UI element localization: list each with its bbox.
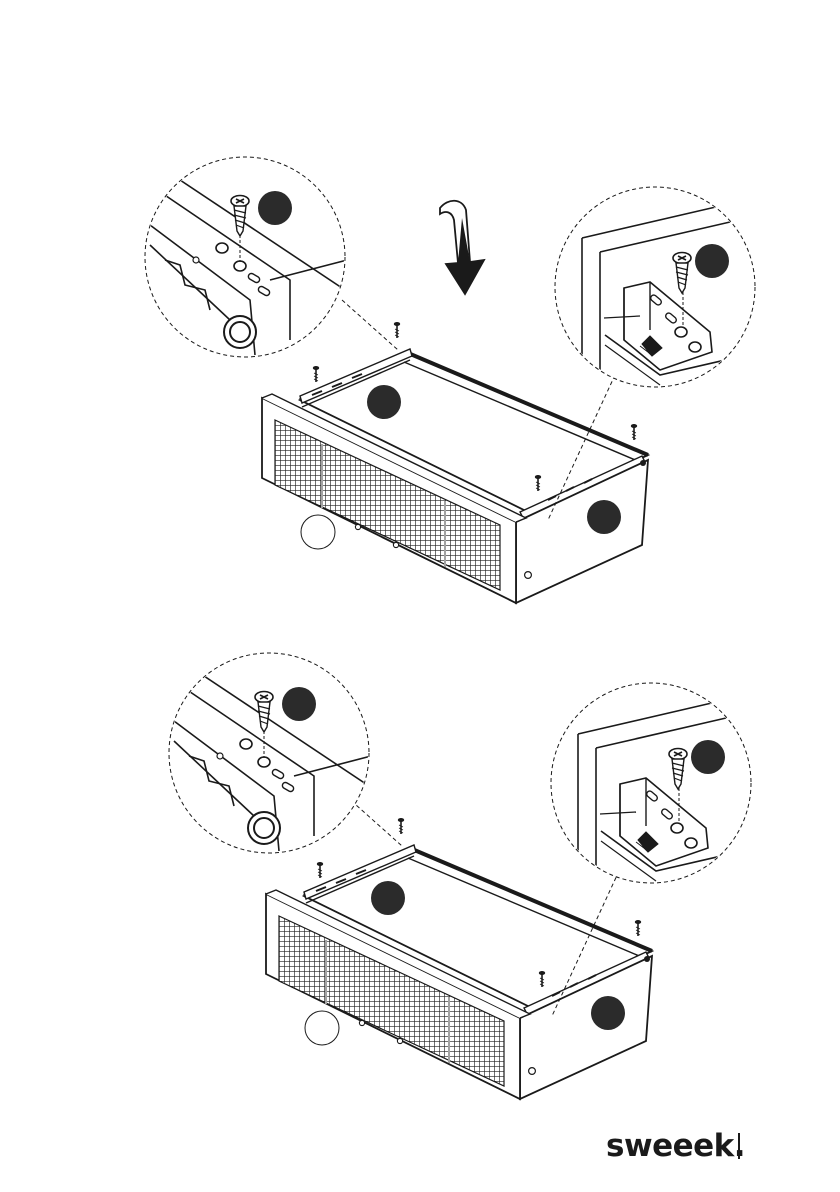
left-rail-screw-detail-lower [169, 653, 379, 853]
right-rail-screw-detail-upper [555, 187, 760, 390]
left-rail-screw-detail-upper [145, 157, 355, 357]
step-lower [169, 653, 756, 1099]
right-rail-screw-detail-lower [551, 683, 756, 886]
step-upper [145, 157, 760, 603]
rotate-down-arrow [440, 201, 484, 294]
brand-divider [738, 1133, 740, 1159]
brand-logo: sweeek. [606, 1128, 745, 1164]
